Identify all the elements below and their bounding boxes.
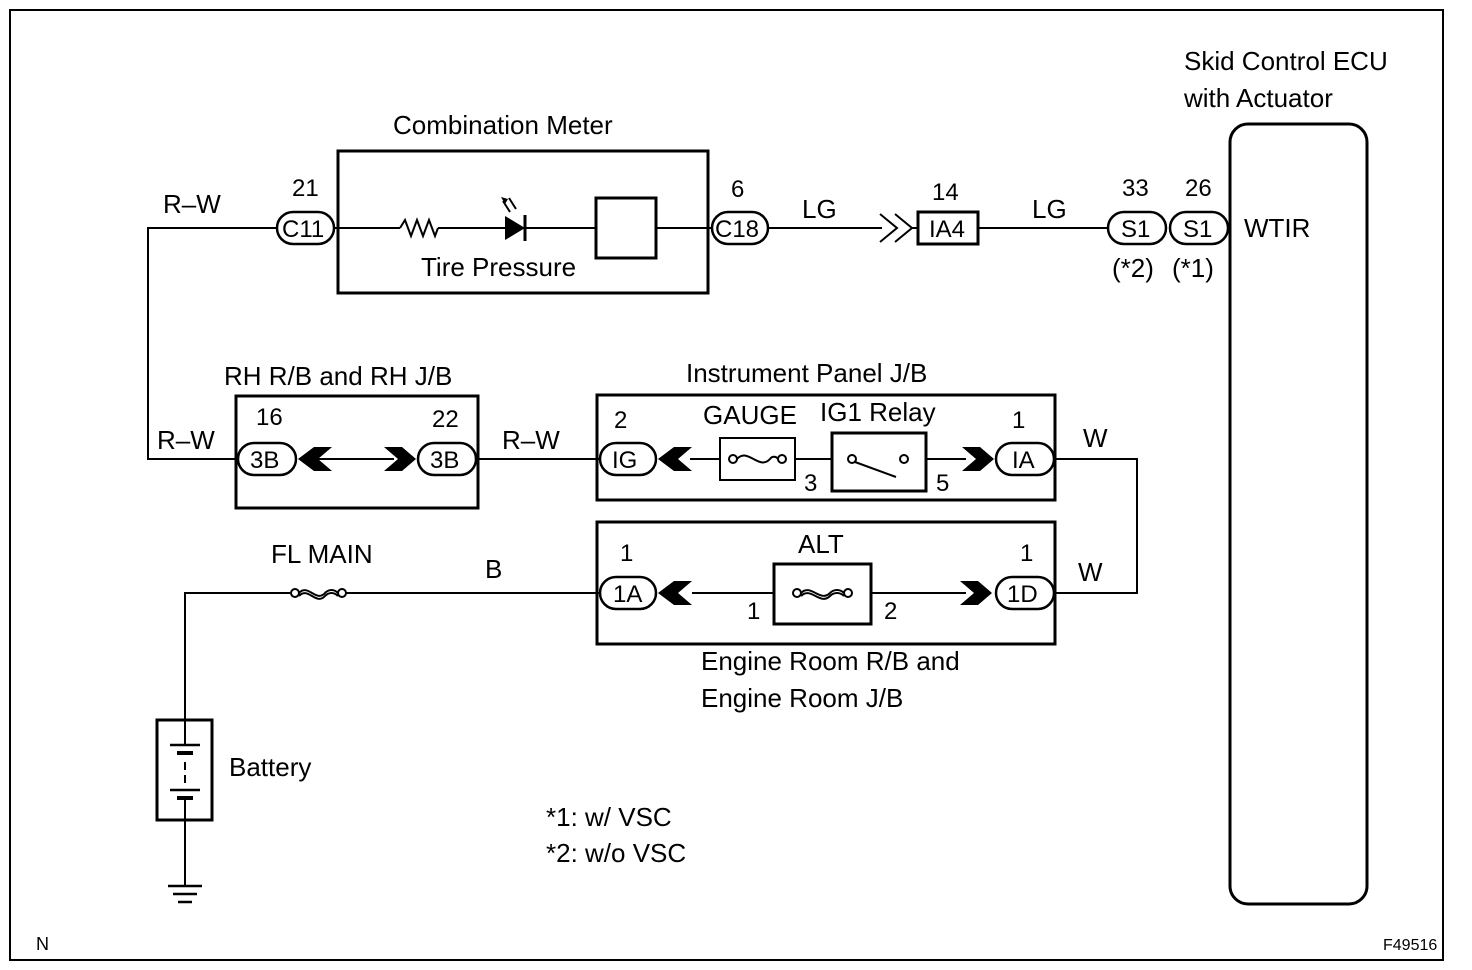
connector-c18-label: C18: [715, 216, 759, 243]
pin-1-1d: 1: [1020, 540, 1033, 567]
wire-color-rw-mid: R–W: [502, 425, 560, 455]
connector-c11: [275, 210, 336, 246]
battery-label: Battery: [229, 752, 311, 782]
female-terminal-icon: [658, 447, 692, 471]
pin-1-1a: 1: [620, 540, 633, 567]
diagram-frame: [9, 9, 1444, 961]
pin-1-alt: 1: [747, 598, 760, 625]
fl-main-label: FL MAIN: [271, 539, 373, 569]
ig1-relay-box: [830, 431, 928, 493]
connector-3b-right: [416, 441, 478, 477]
ia4-chevron-icon: [879, 213, 914, 243]
connector-ig: [598, 441, 658, 477]
wire-color-w-bottom: W: [1078, 557, 1103, 587]
relay-switch-icon: [847, 454, 909, 478]
connector-1d: [994, 575, 1056, 611]
connector-3b-left: [236, 441, 298, 477]
ig1-relay-label: IG1 Relay: [820, 397, 936, 427]
female-terminal-icon: [298, 447, 332, 471]
pin-26: 26: [1185, 175, 1212, 202]
engine-room-label-line2: Engine Room J/B: [701, 683, 903, 713]
gauge-fuse-icon: [728, 454, 787, 464]
connector-ia: [994, 441, 1056, 477]
ground-icon: [168, 884, 202, 904]
connector-c11-label: C11: [282, 216, 324, 243]
connector-ia-label: IA: [1012, 447, 1035, 474]
male-terminal-icon: [384, 447, 416, 471]
alt-fuse-label: ALT: [798, 529, 844, 559]
wire-color-lg-left: LG: [802, 194, 837, 224]
instrument-panel-jb-label: Instrument Panel J/B: [686, 358, 927, 388]
battery-icon: [170, 720, 200, 820]
connector-3b-left-label: 3B: [250, 447, 279, 474]
engine-room-rb-jb-box: [595, 520, 1057, 646]
pin-5: 5: [936, 470, 949, 497]
wire-color-rw-top: R–W: [163, 189, 221, 219]
pin-6: 6: [731, 176, 744, 203]
connector-s1-star2-label: S1: [1121, 216, 1150, 243]
pin-1-ia: 1: [1012, 407, 1025, 434]
wtir-terminal-label: WTIR: [1244, 213, 1310, 243]
variant-tag-star2: (*2): [1112, 253, 1154, 283]
led-icon: [501, 197, 527, 241]
engine-room-label-line1: Engine Room R/B and: [701, 646, 960, 676]
combination-meter-label: Combination Meter: [393, 110, 613, 140]
wire-color-b: B: [485, 554, 502, 584]
connector-s1-star1: [1168, 210, 1230, 246]
connector-c18: [710, 210, 770, 246]
variant-tag-star1: (*1): [1172, 253, 1214, 283]
wire-color-lg-right: LG: [1032, 194, 1067, 224]
gauge-fuse-label: GAUGE: [703, 400, 797, 430]
connector-1a: [598, 575, 658, 611]
rh-rb-jb-box: [234, 394, 480, 510]
alt-fuse-icon: [792, 588, 853, 600]
wire-color-w-top: W: [1083, 423, 1108, 453]
connector-1a-label: 1A: [613, 581, 642, 608]
pin-22: 22: [432, 406, 459, 433]
pin-2: 2: [614, 407, 627, 434]
corner-code-left: N: [36, 934, 49, 954]
pin-16: 16: [256, 404, 283, 431]
pin-2-alt: 2: [884, 598, 897, 625]
combination-meter-box: [336, 149, 710, 295]
variant-note-2: *2: w/o VSC: [546, 838, 686, 868]
male-terminal-icon: [960, 581, 992, 605]
connector-s1-star2: [1106, 210, 1168, 246]
connector-ig-label: IG: [612, 447, 637, 474]
fl-main-fuse-icon: [290, 588, 347, 600]
tire-pressure-label: Tire Pressure: [421, 252, 576, 282]
meter-display-square: [594, 196, 658, 260]
instrument-panel-jb-box: [595, 393, 1057, 502]
gauge-fuse-box: [719, 437, 796, 481]
connector-ia4-label: IA4: [929, 216, 965, 243]
pin-14: 14: [932, 179, 959, 206]
resistor-icon: [399, 217, 439, 239]
connector-ia4: [916, 210, 980, 246]
male-terminal-icon: [962, 447, 994, 471]
pin-21: 21: [292, 175, 319, 202]
rh-rb-jb-label: RH R/B and RH J/B: [224, 361, 452, 391]
connector-1d-label: 1D: [1007, 581, 1038, 608]
pin-3: 3: [804, 470, 817, 497]
connector-3b-right-label: 3B: [430, 447, 459, 474]
variant-note-1: *1: w/ VSC: [546, 802, 672, 832]
connector-s1-star1-label: S1: [1183, 216, 1212, 243]
wire-color-rw-left: R–W: [157, 425, 215, 455]
wires: [147, 227, 1138, 885]
alt-fuse-box: [772, 562, 873, 626]
figure-id: F49516: [1383, 937, 1437, 954]
female-terminal-icon: [658, 581, 692, 605]
pin-33: 33: [1122, 175, 1149, 202]
skid-ecu-label-line1: Skid Control ECU: [1184, 46, 1388, 76]
skid-control-ecu-box: [1228, 122, 1369, 906]
skid-ecu-label-line2: with Actuator: [1183, 83, 1333, 113]
